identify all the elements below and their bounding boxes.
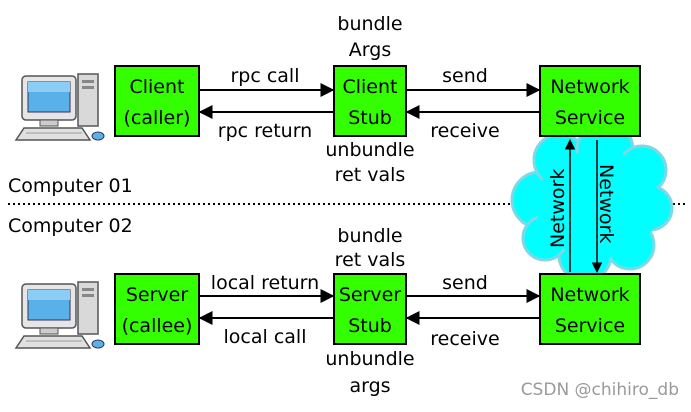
client-box-line2: (caller) bbox=[124, 107, 191, 129]
network-service-bottom-line1: Network bbox=[550, 284, 629, 306]
server-stub-box: Server Stub bbox=[333, 273, 407, 345]
network-service-top-line2: Service bbox=[555, 107, 625, 129]
client-stub-line2: Stub bbox=[348, 107, 392, 129]
network-service-top-box: Network Service bbox=[539, 65, 641, 137]
network-label-left: Network bbox=[547, 169, 569, 248]
server-stub-line2: Stub bbox=[348, 315, 392, 337]
send-top-label: send bbox=[442, 65, 488, 87]
bottom-above-stub-2: ret vals bbox=[335, 249, 406, 271]
network-service-top-line1: Network bbox=[550, 76, 629, 98]
rpc-call-label: rpc call bbox=[230, 65, 299, 87]
bottom-below-stub-1: unbundle bbox=[325, 348, 414, 370]
local-return-label: local return bbox=[211, 272, 319, 294]
server-box-line1: Server bbox=[126, 284, 188, 306]
network-service-bottom-box: Network Service bbox=[539, 273, 641, 345]
rpc-return-label: rpc return bbox=[218, 120, 312, 142]
top-above-stub-1: bundle bbox=[337, 13, 402, 35]
computer-icon bbox=[15, 281, 105, 349]
bottom-above-stub-1: bundle bbox=[337, 225, 402, 247]
server-box: Server (callee) bbox=[114, 273, 200, 345]
top-below-stub-2: ret vals bbox=[335, 164, 406, 186]
bottom-below-stub-2: args bbox=[349, 375, 390, 397]
send-bottom-label: send bbox=[442, 272, 488, 294]
receive-bottom-label: receive bbox=[430, 328, 499, 350]
watermark: CSDN @chihiro_db bbox=[521, 380, 679, 400]
client-box-line1: Client bbox=[129, 76, 184, 98]
network-service-bottom-line2: Service bbox=[555, 315, 625, 337]
computer-02-label: Computer 02 bbox=[8, 215, 133, 237]
local-call-label: local call bbox=[224, 326, 307, 348]
server-box-line2: (callee) bbox=[122, 315, 193, 337]
top-below-stub-1: unbundle bbox=[325, 139, 414, 161]
receive-top-label: receive bbox=[430, 120, 499, 142]
client-stub-line1: Client bbox=[342, 76, 397, 98]
top-above-stub-2: Args bbox=[349, 39, 391, 61]
client-box: Client (caller) bbox=[114, 65, 200, 137]
client-stub-box: Client Stub bbox=[333, 65, 407, 137]
server-stub-line1: Server bbox=[339, 284, 401, 306]
network-label-right: Network bbox=[595, 164, 617, 243]
computer-01-label: Computer 01 bbox=[8, 175, 133, 197]
network-cloud: Network Network bbox=[510, 120, 674, 283]
computer-icon bbox=[15, 73, 105, 141]
